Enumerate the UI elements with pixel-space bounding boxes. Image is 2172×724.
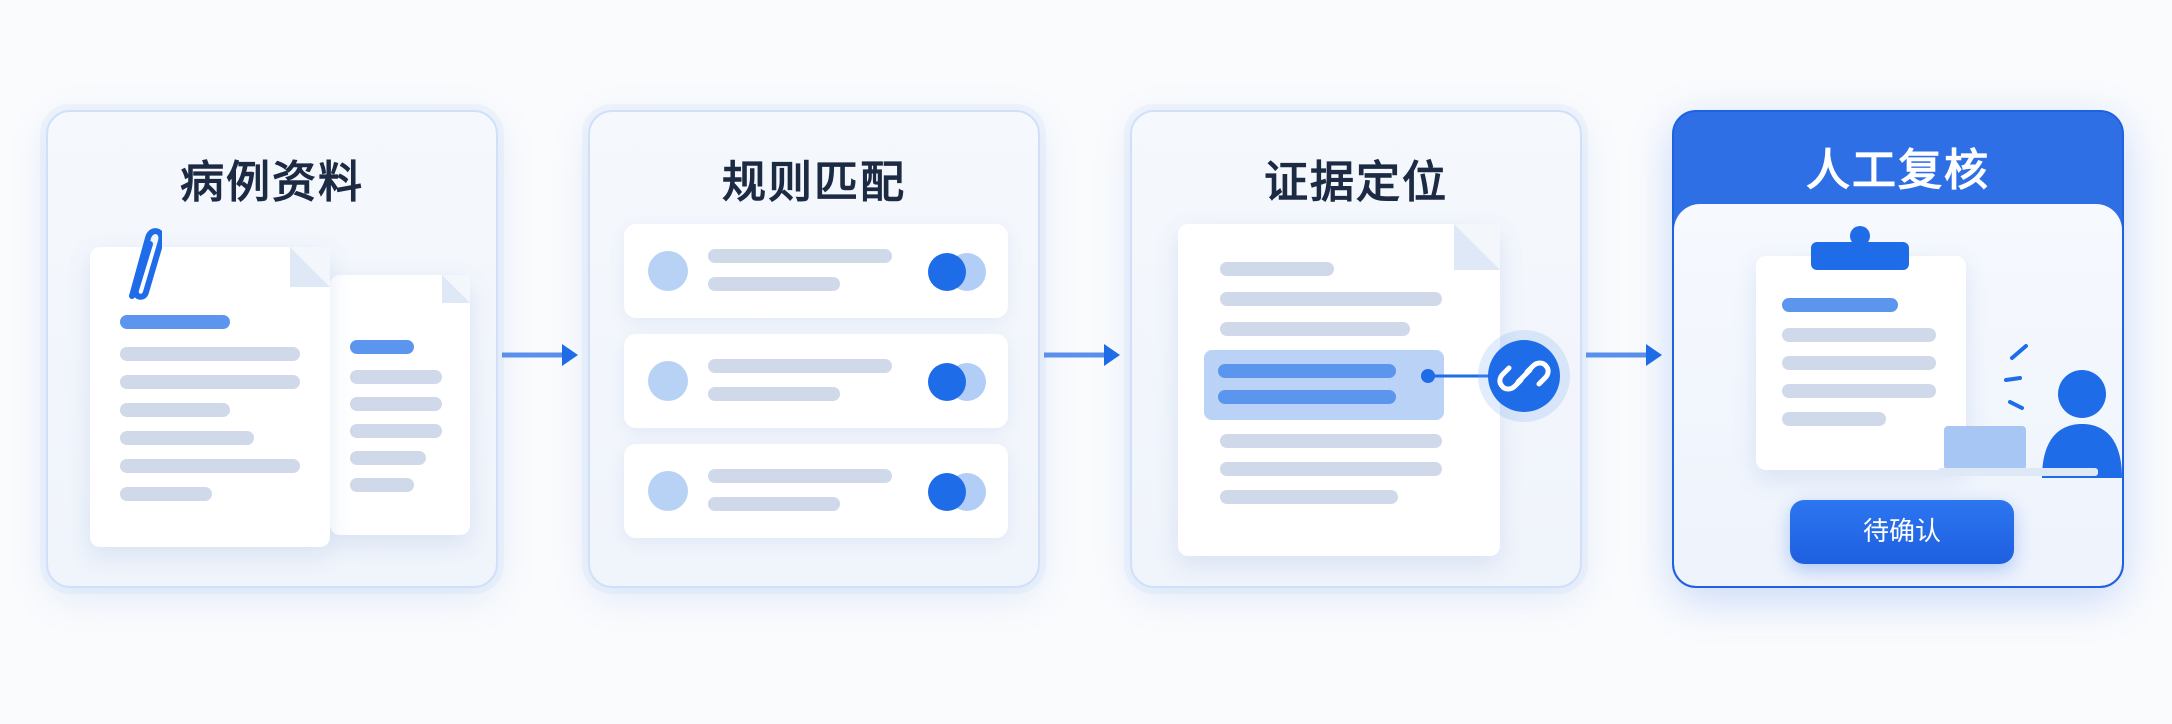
pending-confirm-button[interactable]: 待确认 [1790,500,2014,564]
toggle-icon [928,253,986,291]
clipboard-icon [1756,226,1966,470]
rule-row [624,224,1008,318]
document-icon [90,247,330,547]
reviewer-avatar-icon [2004,344,2122,478]
review-panel: 待确认 [1674,204,2122,586]
link-icon [1488,340,1560,412]
step-title: 规则匹配 [722,157,906,208]
document-icon [1178,224,1500,556]
step-card-manual-review: 人工复核 待确认 [1672,110,2124,588]
document-icon [330,275,470,535]
rule-dot [648,361,688,401]
laptop-icon [1938,426,2098,476]
rule-row [624,444,1008,538]
step-card-evidence-locate: 证据定位 [1130,110,1582,588]
toggle-icon [928,473,986,511]
step-title: 证据定位 [1264,157,1448,208]
rule-dot [648,471,688,511]
step-card-case-data: 病例资料 [46,110,498,588]
step-card-rule-match: 规则匹配 [588,110,1040,588]
toggle-icon [928,363,986,401]
highlighted-evidence [1204,350,1444,420]
step-title: 人工复核 [1806,145,1990,196]
arrow-right-icon [502,344,578,366]
rule-dot [648,251,688,291]
rule-row [624,334,1008,428]
paperclip-icon [129,228,162,300]
step-title: 病例资料 [180,157,364,208]
arrow-right-icon [1044,344,1120,366]
arrow-right-icon [1586,344,1662,366]
